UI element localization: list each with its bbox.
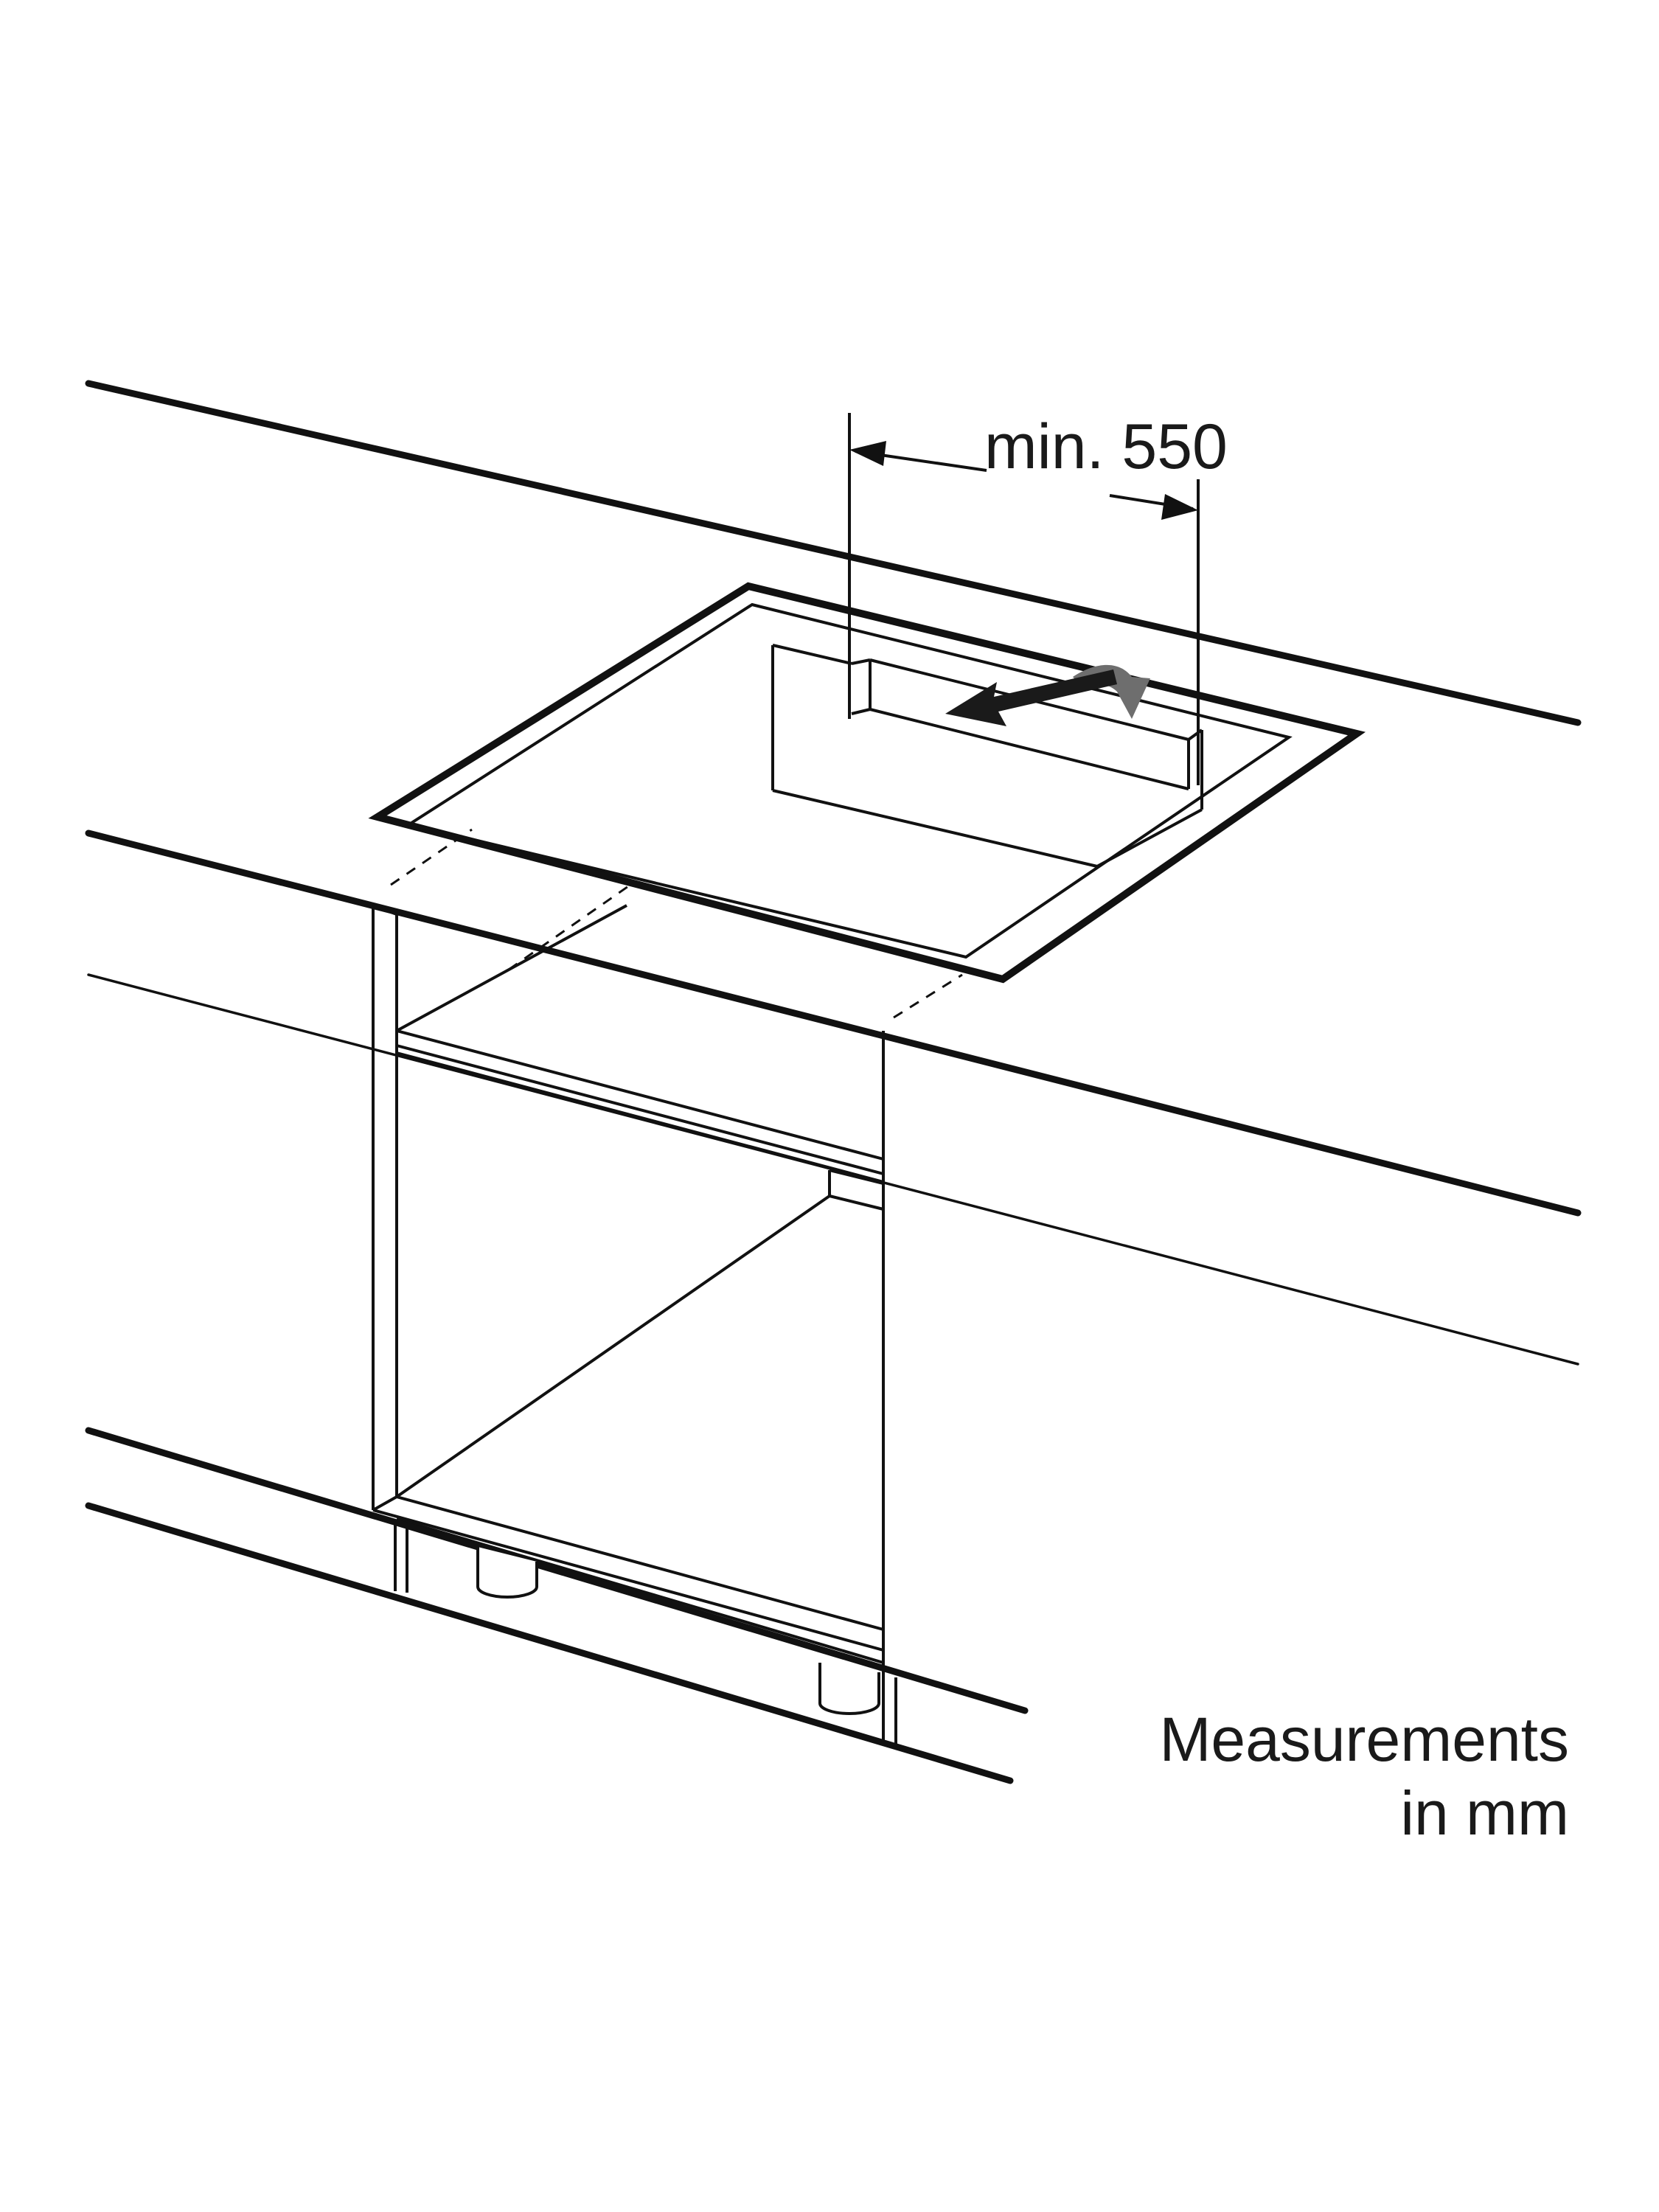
leg-left-rear: [476, 1547, 538, 1599]
cabinet-floor-back: [395, 1194, 831, 1498]
hidden-center-edge: [508, 883, 631, 971]
dimension-arrowhead-left: [849, 441, 886, 466]
hidden-right-edge: [893, 973, 963, 1019]
plinth-upper-line: [85, 1427, 1029, 1714]
rear-recess: [771, 644, 1203, 868]
cabinet-left-top: [372, 904, 397, 916]
note-line-2: in mm: [1400, 1778, 1569, 1848]
worktop-cutout: [368, 582, 1366, 984]
base-cabinet: [372, 904, 885, 1674]
cabinet-rail-top-front: [396, 1029, 884, 1161]
cabinet-legs: [394, 1523, 897, 1744]
hidden-edges: [390, 828, 963, 1019]
dimension-annotation: [848, 413, 1200, 785]
recess-bottom: [772, 789, 1098, 868]
cabinet-rail-mid: [396, 1044, 884, 1175]
cabinet-bottom-front: [396, 1495, 884, 1631]
cabinet-plinth-top: [372, 1509, 884, 1652]
plinth: [85, 1427, 1029, 1784]
direction-arrow-icon: [945, 664, 1150, 726]
worktop-back-edge: [85, 380, 1582, 726]
arrow-front-part: [945, 669, 1117, 726]
cabinet-left-bottom: [372, 1495, 397, 1512]
cabinet-back-wall-ledge: [829, 1194, 884, 1211]
recess-right-wall-bottom: [1096, 808, 1203, 868]
dimension-label: min. 550: [984, 411, 1228, 482]
plinth-lower-line: [85, 1502, 1014, 1784]
worktop-front-edge: [85, 830, 1582, 1217]
cabinet-back-wall-top: [829, 1169, 884, 1185]
cabinet-rail-bottom: [396, 1051, 884, 1183]
hidden-left-edge: [390, 828, 473, 886]
cabinet-plinth-bottom: [396, 1517, 884, 1664]
cutout-outer-edge: [368, 582, 1366, 984]
recess-gap-rear-line: [869, 708, 1189, 790]
worktop: [85, 380, 1582, 1366]
cutout-inner-edge: [405, 602, 1293, 959]
recess-top-left: [772, 644, 852, 665]
leg-right-rear: [818, 1663, 880, 1715]
note-line-1: Measurements: [1159, 1705, 1569, 1774]
recess-gap-left-top: [851, 658, 871, 665]
recess-gap-left-bottom: [851, 708, 871, 715]
dimension-arrowhead-right: [1161, 494, 1198, 520]
cabinet-rail-back: [396, 904, 627, 1032]
recess-gap-right-top: [1187, 728, 1203, 741]
